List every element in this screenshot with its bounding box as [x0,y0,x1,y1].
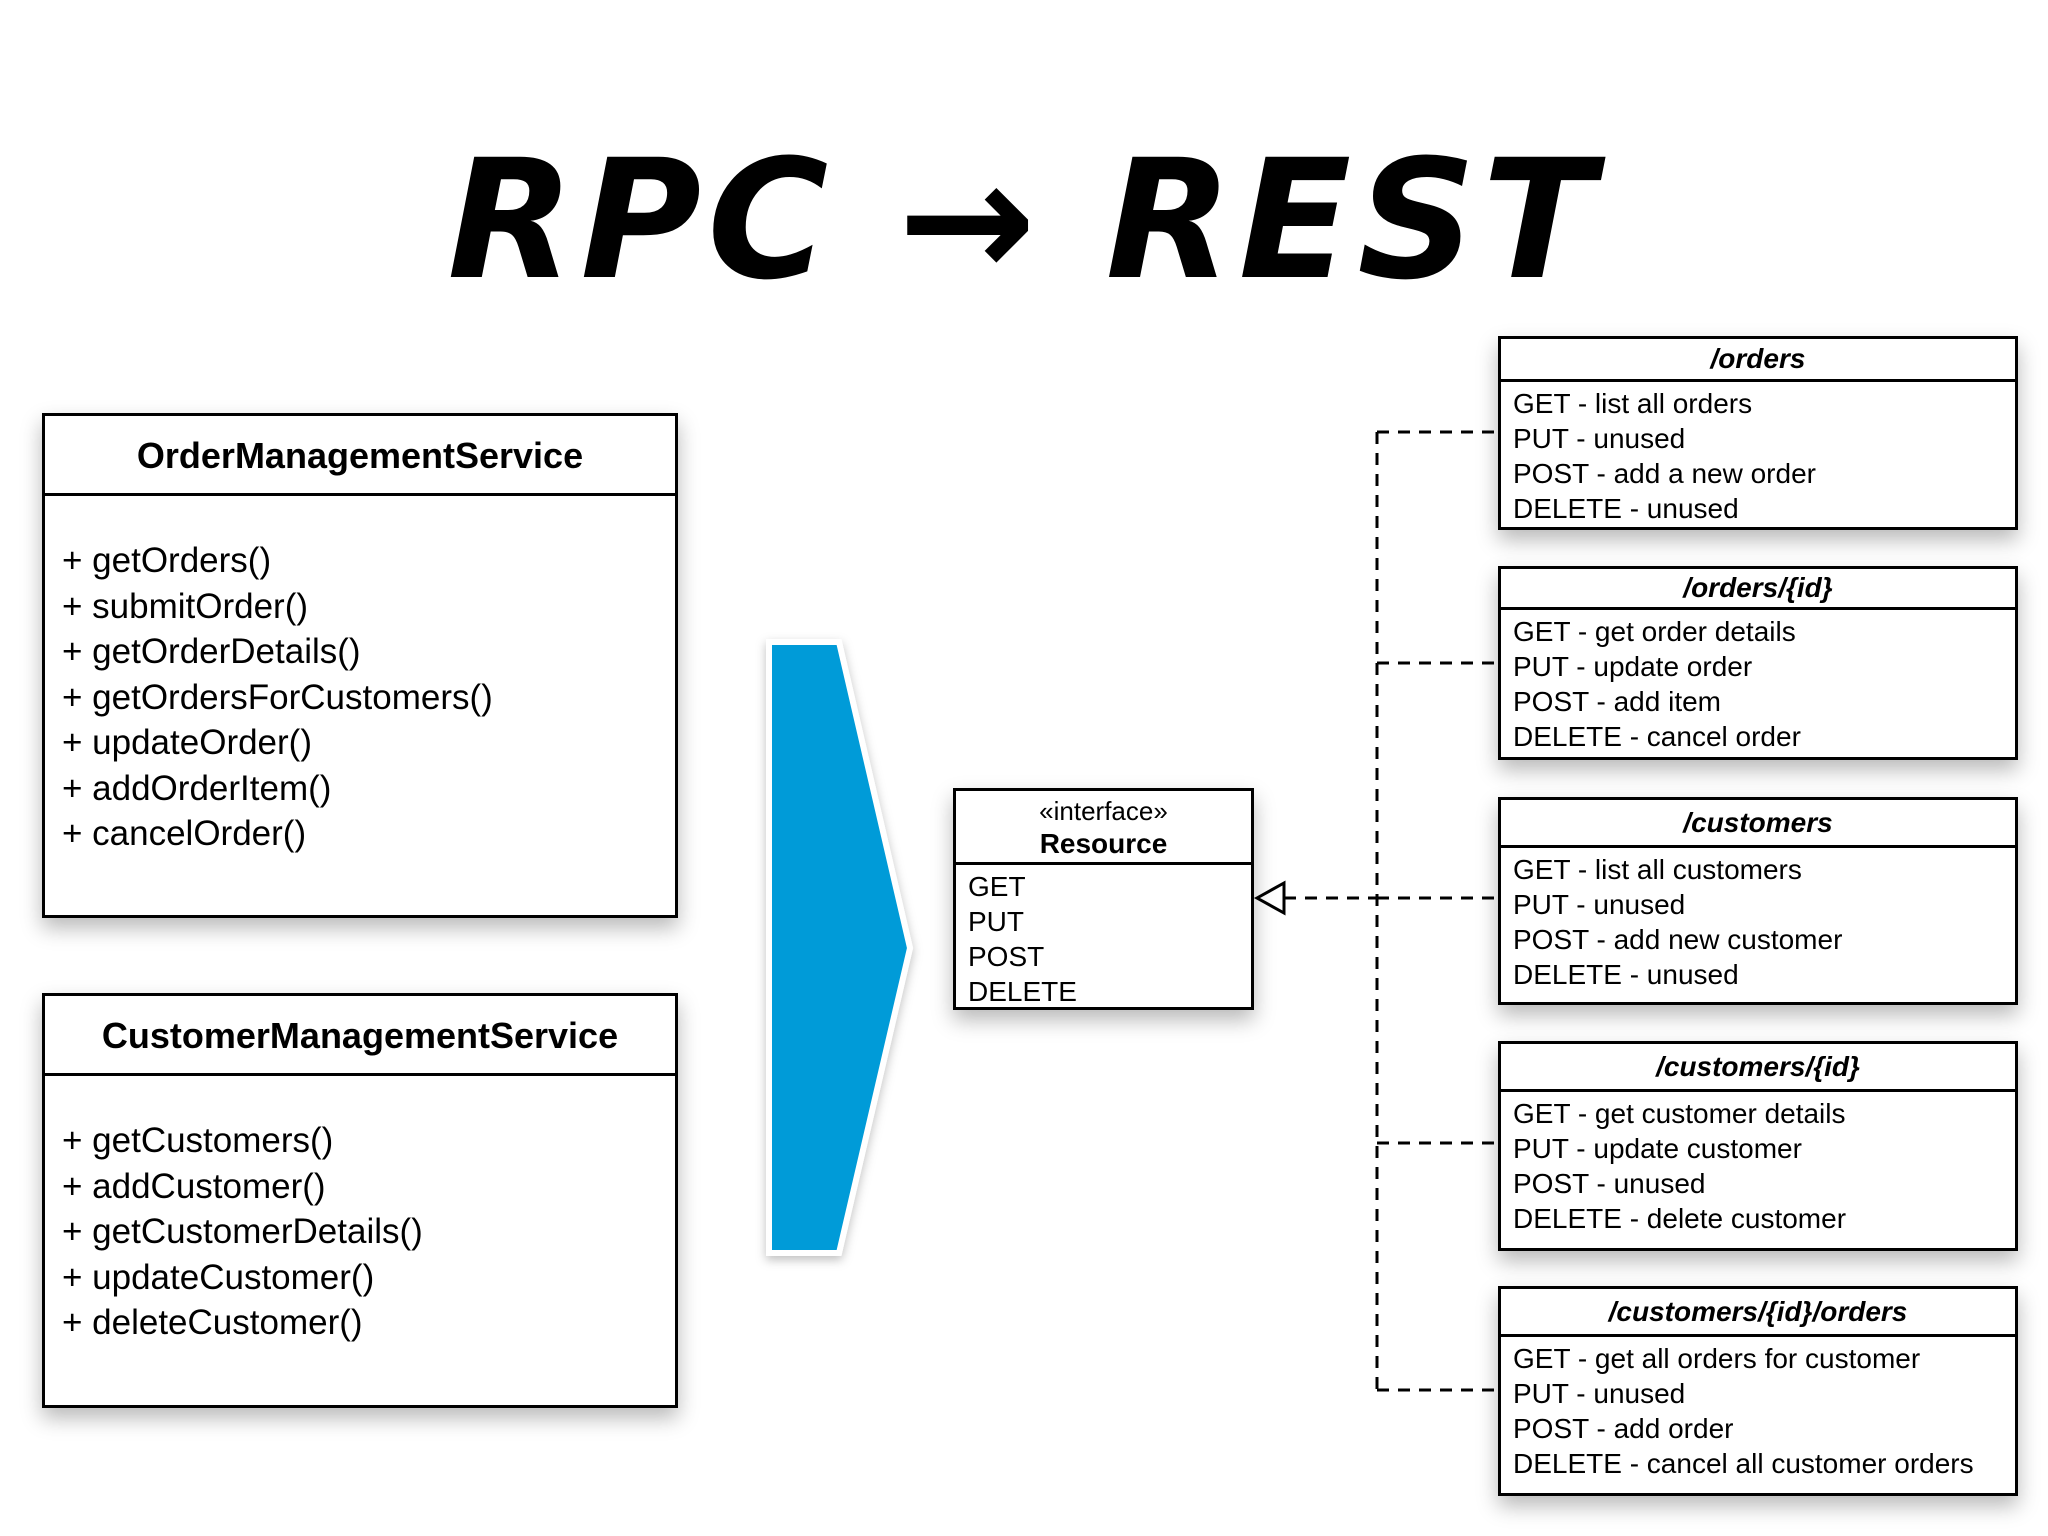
order-management-service-class: OrderManagementService + getOrders() + s… [42,413,678,918]
resource-operation: GET - get all orders for customer [1513,1343,1921,1374]
resource-path: /customers/{id}/orders [1501,1289,2015,1337]
realization-arrowhead [1253,880,1286,916]
method: + addOrderItem() [62,768,332,808]
resource-path: /orders/{id} [1501,569,2015,610]
interface-operation: PUT [968,906,1024,937]
transformation-arrow [766,639,914,1256]
resource-operation: DELETE - unused [1513,959,1739,990]
interface-stereotype: «interface» [1039,796,1168,826]
customer-management-service-class: CustomerManagementService + getCustomers… [42,993,678,1408]
resource-path: /customers [1501,800,2015,848]
resource-operation: POST - add order [1513,1413,1734,1444]
resource-operation: PUT - unused [1513,889,1686,920]
method: + getOrderDetails() [62,632,361,671]
resource-orders: /orders GET - list all orders PUT - unus… [1498,336,2018,530]
resource-operation: DELETE - unused [1513,493,1739,524]
method: + addCustomer() [62,1166,326,1206]
realization-lines [1284,430,1498,1392]
diagram-title: RPC → REST [447,124,1601,316]
resource-path: /customers/{id} [1501,1044,2015,1092]
resource-operation: POST - unused [1513,1168,1706,1199]
interface-operation: GET [968,871,1026,902]
method: + updateOrder() [62,723,312,762]
method: + getOrders() [62,541,272,580]
class-name: CustomerManagementService [45,996,675,1076]
class-name: OrderManagementService [45,416,675,496]
resource-operation: POST - add a new order [1513,458,1816,489]
method: + getCustomers() [62,1121,334,1160]
method: + submitOrder() [62,586,309,626]
resource-operation: PUT - unused [1513,423,1686,454]
resource-interface: «interface» Resource GET PUT POST DELETE [953,788,1254,1010]
resource-operation: POST - add new customer [1513,924,1843,955]
method: + getCustomerDetails() [62,1212,423,1251]
interface-operation: POST [968,941,1045,972]
interface-operation: DELETE [968,976,1077,1007]
method: + getOrdersForCustomers() [62,677,493,717]
resource-operation: GET - get order details [1513,616,1796,647]
method: + deleteCustomer() [62,1303,363,1342]
method: + updateCustomer() [62,1257,375,1297]
resource-customers-id-orders: /customers/{id}/orders GET - get all ord… [1498,1286,2018,1496]
resource-operation: DELETE - cancel all customer orders [1513,1448,1974,1479]
resource-customers: /customers GET - list all customers PUT … [1498,797,2018,1005]
resource-operation: GET - list all customers [1513,854,1802,885]
resource-operation: DELETE - cancel order [1513,721,1801,752]
interface-name: Resource [1039,828,1168,859]
resource-operation: GET - list all orders [1513,388,1753,419]
resource-operation: PUT - update order [1513,651,1753,682]
resource-operation: DELETE - delete customer [1513,1203,1847,1234]
resource-operation: PUT - unused [1513,1378,1686,1409]
resource-orders-id: /orders/{id} GET - get order details PUT… [1498,566,2018,760]
resource-path: /orders [1501,339,2015,382]
method: + cancelOrder() [62,814,307,853]
resource-customers-id: /customers/{id} GET - get customer detai… [1498,1041,2018,1251]
resource-operation: GET - get customer details [1513,1098,1846,1129]
resource-operation: PUT - update customer [1513,1133,1802,1164]
resource-operation: POST - add item [1513,686,1722,717]
